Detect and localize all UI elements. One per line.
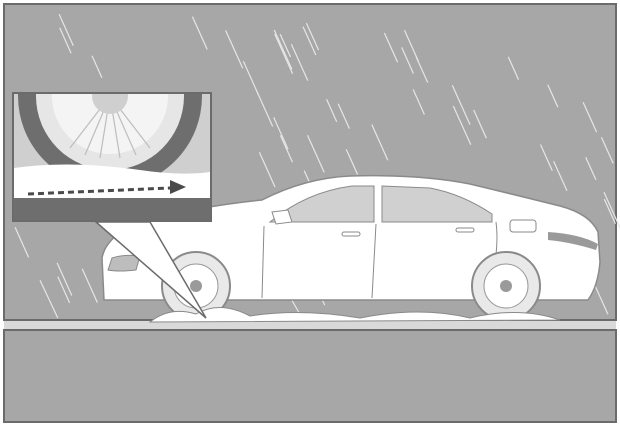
ground-area [4,330,616,422]
